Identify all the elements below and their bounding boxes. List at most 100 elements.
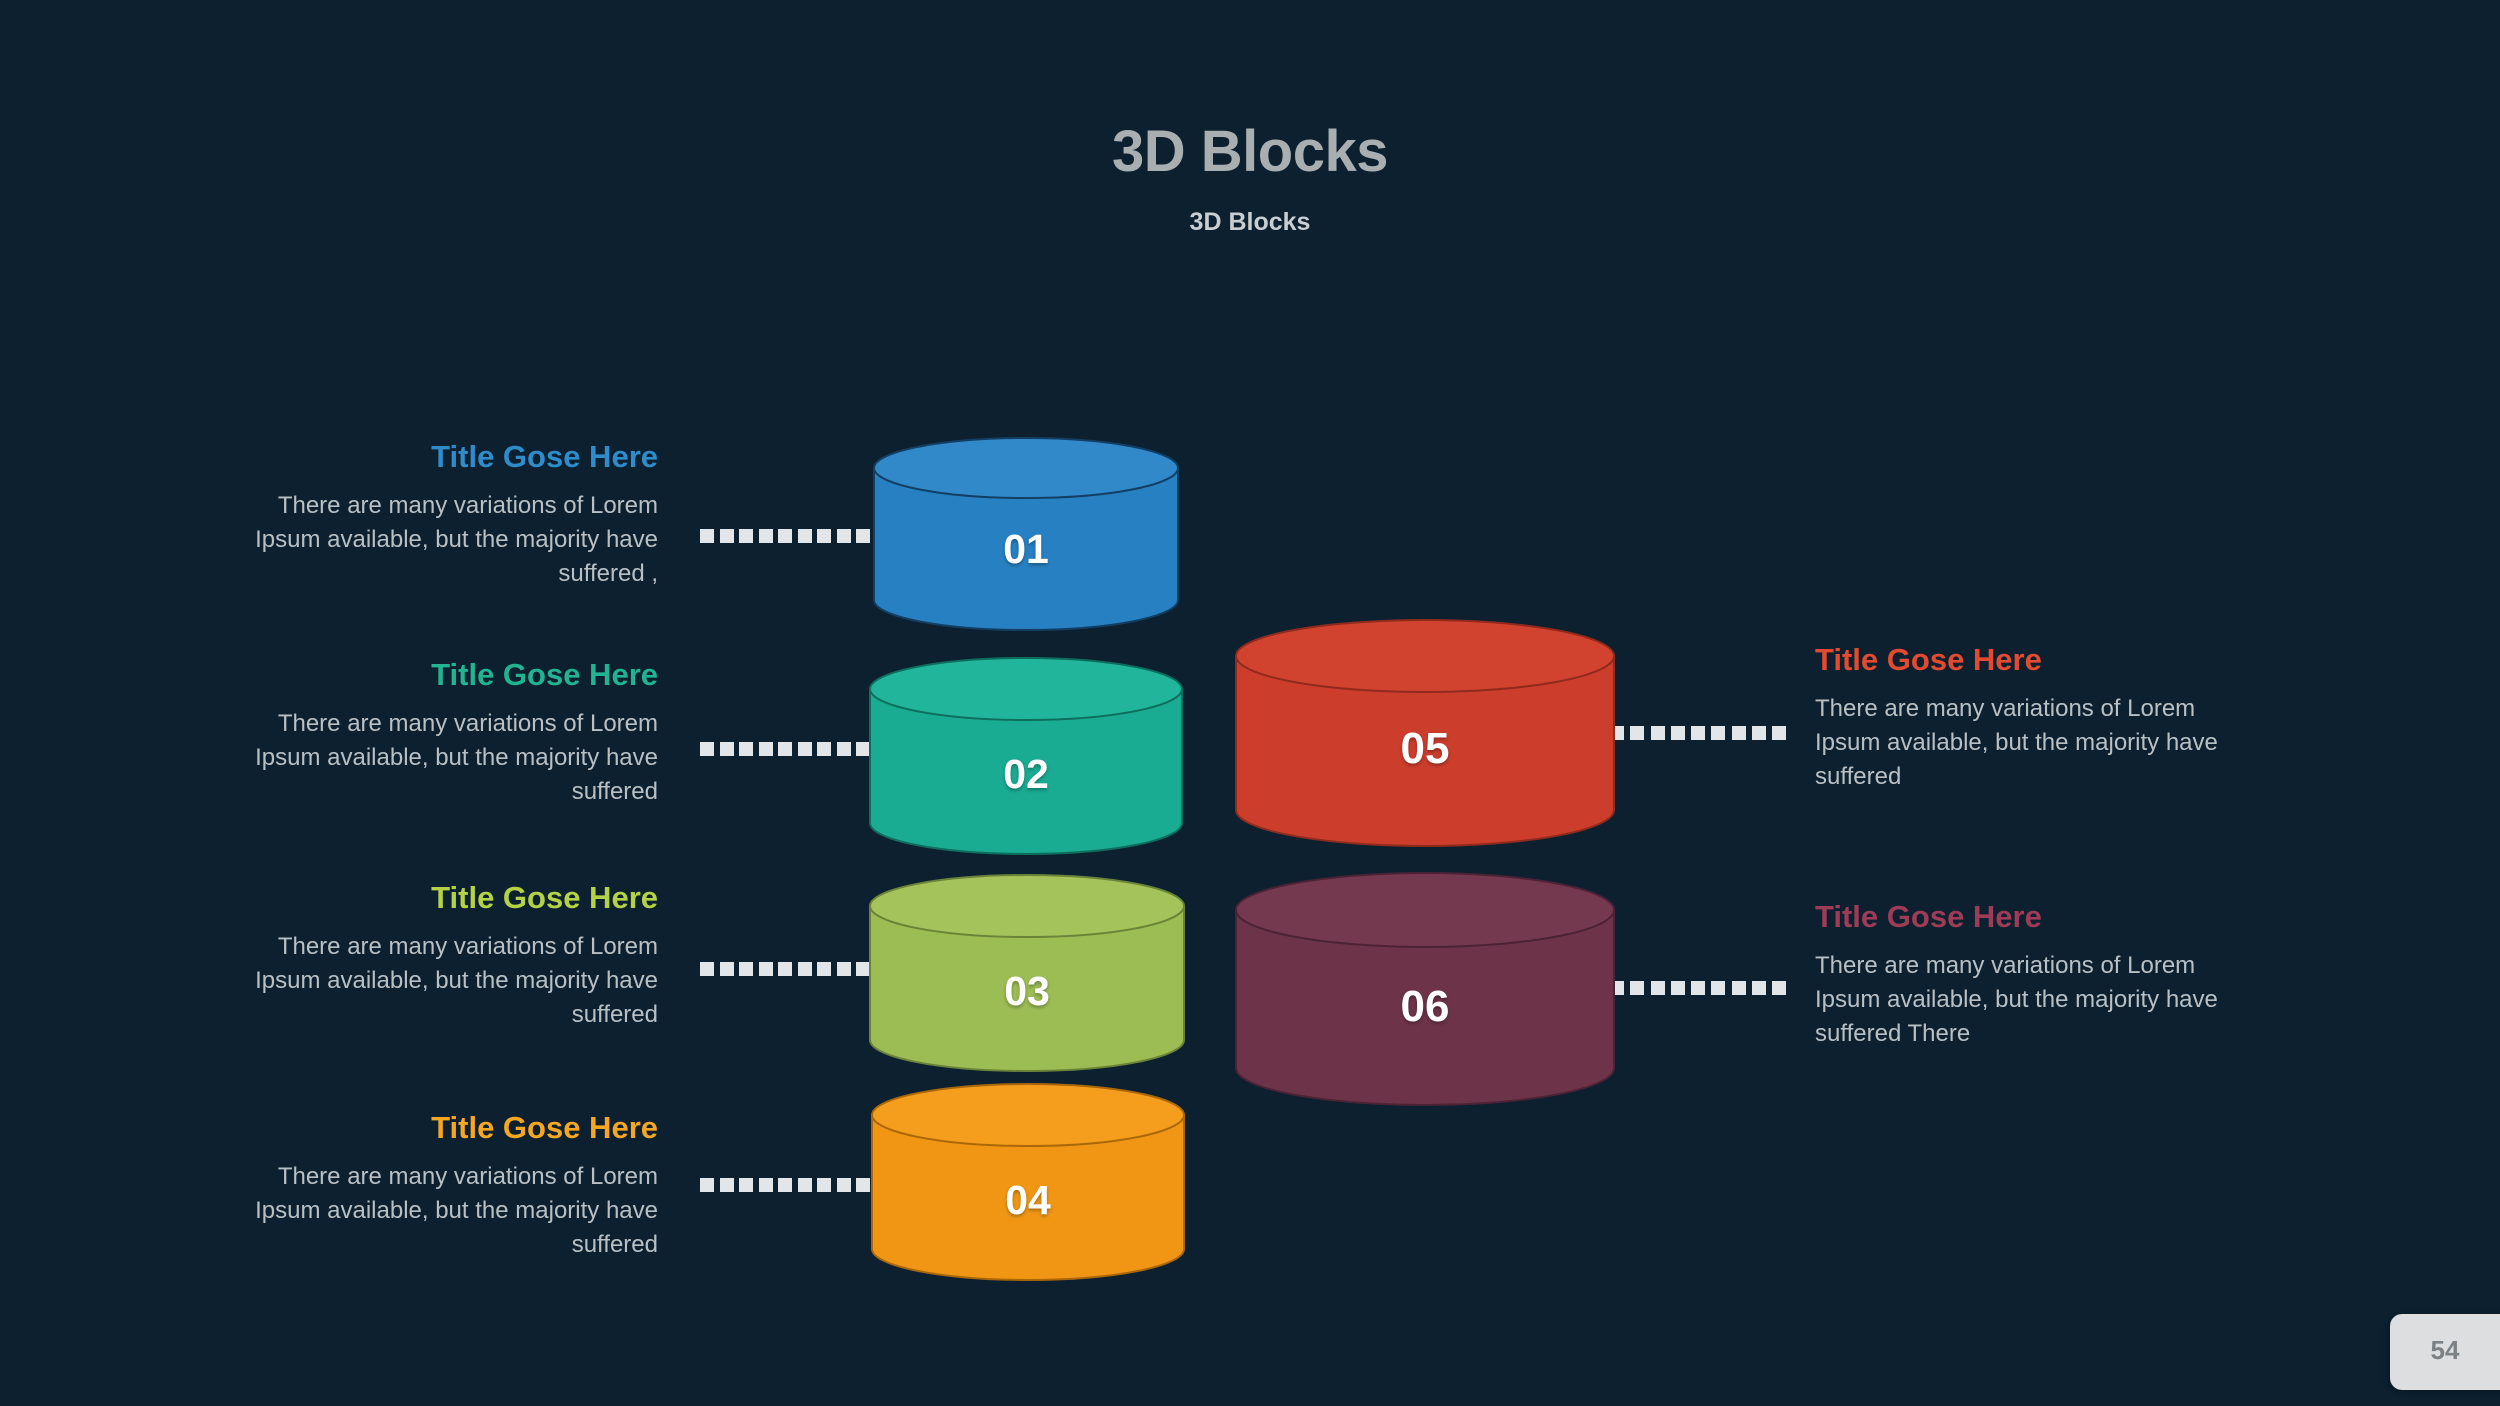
connector-line-02 — [700, 742, 870, 756]
cylinder-top-02 — [869, 657, 1183, 721]
connector-dot — [778, 742, 792, 756]
connector-dot — [836, 529, 851, 543]
connector-dot — [700, 742, 714, 756]
cylinder-block-01[interactable]: 01 — [870, 437, 1182, 634]
block-body-02: There are many variations of Lorem Ipsum… — [255, 709, 658, 805]
connector-dot — [817, 529, 831, 543]
cylinder-body-01 — [873, 467, 1179, 631]
connector-dot — [758, 742, 773, 756]
connector-dot — [1691, 726, 1705, 740]
page-title: 3D Blocks — [1112, 119, 1388, 184]
connector-dot — [856, 962, 870, 976]
text-block-04[interactable]: Title Gose Here There are many variation… — [248, 1110, 658, 1262]
connector-dot — [1670, 726, 1685, 740]
connector-dot — [700, 962, 714, 976]
cylinder-block-04[interactable]: 04 — [868, 1083, 1188, 1285]
page-number-badge[interactable]: 54 — [2390, 1314, 2500, 1390]
connector-dot — [797, 529, 812, 543]
connector-dot — [836, 1178, 851, 1192]
connector-dot — [836, 962, 851, 976]
cylinder-shape-01 — [873, 437, 1179, 631]
page-subtitle: 3D Blocks — [1189, 208, 1311, 236]
cylinder-top-05 — [1235, 619, 1615, 693]
connector-dot — [1772, 726, 1786, 740]
connector-dot — [778, 1178, 792, 1192]
block-body-05: There are many variations of Lorem Ipsum… — [1815, 694, 2218, 790]
cylinder-body-03 — [869, 905, 1185, 1072]
connector-dot — [1711, 981, 1726, 995]
cylinder-block-06[interactable]: 06 — [1232, 872, 1618, 1110]
block-title-02: Title Gose Here — [431, 657, 658, 692]
text-block-03[interactable]: Title Gose Here There are many variation… — [248, 880, 658, 1032]
cylinder-body-06 — [1235, 909, 1615, 1106]
connector-dot — [836, 742, 851, 756]
text-block-06[interactable]: Title Gose Here There are many variation… — [1815, 899, 2250, 1051]
block-body-06: There are many variations of Lorem Ipsum… — [1815, 951, 2218, 1047]
connector-dot — [778, 962, 792, 976]
connector-dot — [817, 742, 831, 756]
connector-dot — [1630, 726, 1645, 740]
connector-dot — [758, 1178, 773, 1192]
connector-dot — [1650, 981, 1665, 995]
connector-dot — [797, 962, 812, 976]
connector-dot — [797, 1178, 812, 1192]
connector-dot — [1670, 981, 1685, 995]
connector-line-06 — [1610, 981, 1786, 995]
text-block-01[interactable]: Title Gose Here There are many variation… — [248, 439, 658, 591]
block-title-06: Title Gose Here — [1815, 899, 2042, 934]
connector-dot — [778, 529, 792, 543]
connector-dot — [1650, 726, 1665, 740]
connector-dot — [1691, 981, 1705, 995]
cylinder-body-05 — [1235, 655, 1615, 847]
block-title-03: Title Gose Here — [431, 880, 658, 915]
connector-dot — [739, 529, 753, 543]
connector-dot — [797, 742, 812, 756]
cylinder-shape-03 — [869, 874, 1185, 1072]
cylinder-top-01 — [873, 437, 1179, 499]
connector-dot — [739, 742, 753, 756]
connector-dot — [719, 742, 734, 756]
cylinder-body-04 — [871, 1114, 1185, 1281]
connector-dot — [856, 742, 870, 756]
cylinder-shape-05 — [1235, 619, 1615, 847]
connector-dot — [700, 1178, 714, 1192]
cylinder-top-06 — [1235, 872, 1615, 948]
cylinder-top-03 — [869, 874, 1185, 938]
connector-dot — [719, 529, 734, 543]
connector-dot — [856, 1178, 870, 1192]
cylinder-shape-04 — [871, 1083, 1185, 1281]
cylinder-body-02 — [869, 688, 1183, 855]
block-body-03: There are many variations of Lorem Ipsum… — [255, 932, 658, 1028]
block-title-05: Title Gose Here — [1815, 642, 2042, 677]
connector-dot — [719, 1178, 734, 1192]
text-block-05[interactable]: Title Gose Here There are many variation… — [1815, 642, 2225, 794]
connector-line-01 — [700, 529, 870, 543]
connector-dot — [1751, 981, 1766, 995]
connector-dot — [719, 962, 734, 976]
cylinder-top-04 — [871, 1083, 1185, 1147]
page-number-label: 54 — [2430, 1335, 2460, 1365]
connector-dot — [739, 1178, 753, 1192]
cylinder-block-05[interactable]: 05 — [1232, 619, 1618, 850]
connector-dot — [1731, 726, 1746, 740]
cylinder-shape-06 — [1235, 872, 1615, 1106]
connector-dot — [700, 529, 714, 543]
connector-line-04 — [700, 1178, 870, 1192]
connector-dot — [1772, 981, 1786, 995]
connector-dot — [758, 529, 773, 543]
connector-dot — [817, 1178, 831, 1192]
block-body-01: There are many variations of Lorem Ipsum… — [255, 491, 658, 587]
cylinder-shape-02 — [869, 657, 1183, 855]
text-block-02[interactable]: Title Gose Here There are many variation… — [248, 657, 658, 809]
connector-dot — [758, 962, 773, 976]
cylinder-block-03[interactable]: 03 — [866, 874, 1188, 1076]
connector-line-05 — [1610, 726, 1786, 740]
connector-dot — [856, 529, 870, 543]
connector-dot — [739, 962, 753, 976]
block-title-01: Title Gose Here — [431, 439, 658, 474]
block-title-04: Title Gose Here — [431, 1110, 658, 1145]
connector-dot — [817, 962, 831, 976]
connector-line-03 — [700, 962, 870, 976]
cylinder-block-02[interactable]: 02 — [866, 657, 1186, 859]
